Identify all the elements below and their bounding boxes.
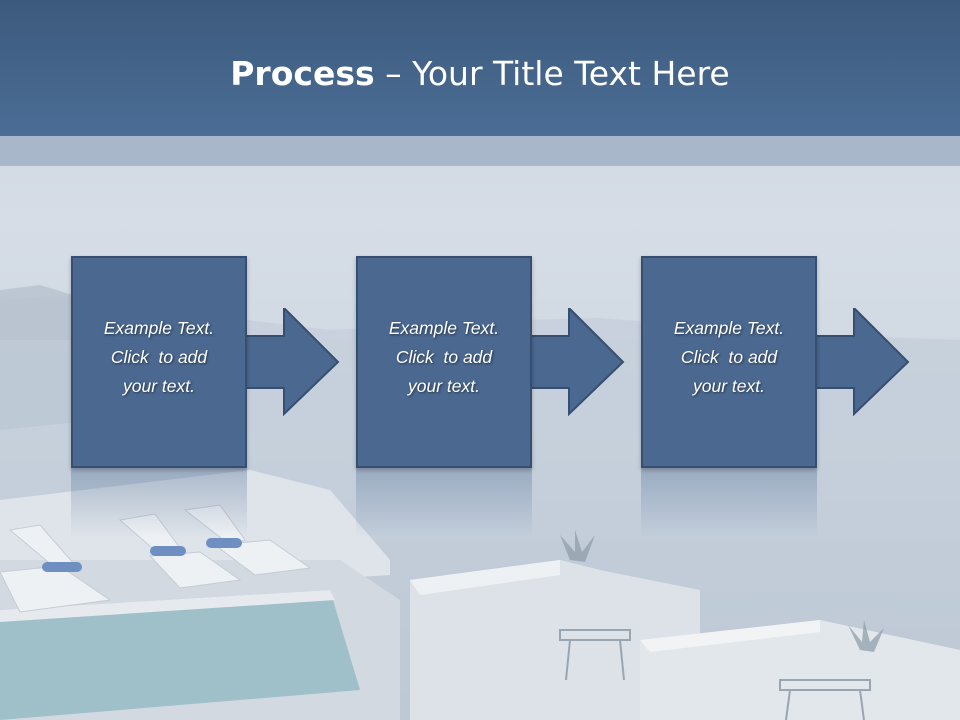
process-step-3[interactable]: Example Text. Click to add your text. bbox=[641, 256, 817, 468]
box-reflection bbox=[356, 468, 532, 538]
title-bar bbox=[0, 0, 960, 136]
right-arrow-icon bbox=[529, 308, 625, 416]
box-reflection bbox=[641, 468, 817, 538]
step-text-line: your text. bbox=[123, 376, 195, 396]
slide-title[interactable]: Process – Your Title Text Here bbox=[0, 52, 960, 96]
step-text: Example Text. Click to add your text. bbox=[643, 314, 815, 401]
slide-title-bold: Process bbox=[230, 54, 375, 93]
step-text-line: Click to add bbox=[395, 347, 493, 367]
process-step-1[interactable]: Example Text. Click to add your text. bbox=[71, 256, 247, 468]
title-bar-band bbox=[0, 136, 960, 166]
right-arrow-icon bbox=[814, 308, 910, 416]
right-arrow-icon bbox=[244, 308, 340, 416]
step-text-line: your text. bbox=[408, 376, 480, 396]
step-text-line: Click to add bbox=[680, 347, 778, 367]
step-text-line: Example Text. bbox=[103, 318, 215, 338]
step-text-line: Example Text. bbox=[673, 318, 785, 338]
step-text-line: Click to add bbox=[110, 347, 208, 367]
step-text: Example Text. Click to add your text. bbox=[73, 314, 245, 401]
process-step-2[interactable]: Example Text. Click to add your text. bbox=[356, 256, 532, 468]
slide-title-rest: – Your Title Text Here bbox=[374, 54, 730, 93]
box-reflection bbox=[71, 468, 247, 538]
step-text-line: Example Text. bbox=[388, 318, 500, 338]
step-text-line: your text. bbox=[693, 376, 765, 396]
step-text: Example Text. Click to add your text. bbox=[358, 314, 530, 401]
